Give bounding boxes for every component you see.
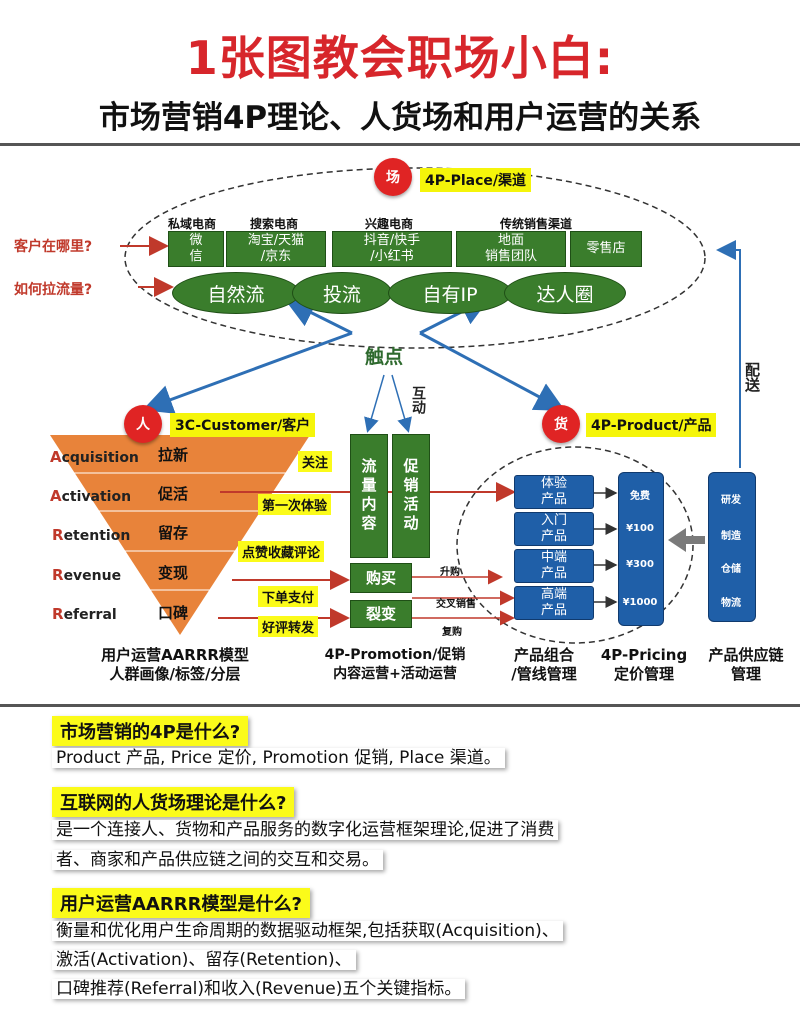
qa-1-answer: Product 产品, Price 定价, Promotion 促销, Plac… [52,744,505,772]
qa-2-answer-2: 者、商家和产品供应链之间的交互和交易。 [52,846,383,874]
customer-label: 3C-Customer/客户 [170,413,316,437]
arrow-touch-customer [142,331,353,414]
traffic-own-ip: 自有IP [388,272,512,314]
aarrr-referral: Referral [52,605,117,623]
touchpoint-label: 触点 [365,346,404,368]
channel-wechat: 微 信 [168,231,224,267]
action-follow: 关注 [298,451,333,472]
supply-rd: 研发 [721,495,741,506]
promo-activity: 促销活动 [392,434,430,558]
caption-pricing: 4P-Pricing 定价管理 [600,646,688,683]
price-free: 免费 [630,491,650,502]
pricing-pillar [618,472,664,626]
channel-group-interest: 兴趣电商 [365,217,414,231]
aarrr-activation: Activation [50,487,132,505]
channel-retail: 零售店 [570,231,642,267]
traffic-natural: 自然流 [172,272,300,314]
product-entry: 入门 产品 [514,512,594,546]
flow-upsell: 升购 [440,567,460,578]
aarrr-revenue: Revenue [52,566,122,584]
product-ellipse [456,446,694,644]
aarrr-retention: Retention [52,526,131,544]
caption-aarrr: 用户运营AARRR模型 人群画像/标签/分层 [101,646,249,683]
caption-promotion: 4P-Promotion/促销 内容运营+活动运营 [324,647,466,682]
arrow-deliver [716,240,741,468]
interact-label: 互动 [410,386,426,414]
action-review: 好评转发 [258,616,319,637]
top-divider [0,143,800,146]
question-where: 客户在哪里? [14,239,93,255]
place-ellipse [124,167,706,349]
funnel-revenue: 变现 [158,564,189,582]
caption-supply: 产品供应链 管理 [708,646,784,683]
funnel-referral: 口碑 [158,604,189,622]
product-label: 4P-Product/产品 [586,413,717,437]
flow-cross-sell: 交叉销售 [436,599,476,610]
place-badge: 场 [374,158,412,196]
deliver-label: 配送 [743,362,761,392]
funnel-acquisition: 拉新 [158,446,189,464]
aarrr-funnel [50,435,310,635]
place-label: 4P-Place/渠道 [420,168,531,192]
supply-storage: 仓储 [721,564,741,575]
product-high: 高端 产品 [514,586,594,620]
page-subtitle: 市场营销4P理论、人货场和用户运营的关系 [98,100,702,136]
supply-manufacture: 制造 [721,531,741,542]
product-trial: 体验 产品 [514,475,594,509]
channel-group-private: 私域电商 [168,217,217,231]
promo-buy: 购买 [350,563,412,593]
traffic-paid: 投流 [292,272,392,314]
action-pay: 下单支付 [258,586,319,607]
traffic-influencer: 达人圈 [504,272,626,314]
qa-3-question: 用户运营AARRR模型是什么? [52,888,310,918]
qa-3-answer-1: 衡量和优化用户生命周期的数据驱动框架,包括获取(Acquisition)、 [52,917,563,945]
flow-repurchase: 复购 [442,627,462,638]
aarrr-acquisition: Acquisition [50,448,139,466]
product-badge: 货 [542,405,580,443]
qa-3-answer-2: 激活(Activation)、留存(Retention)、 [52,946,356,974]
customer-badge: 人 [124,405,162,443]
channel-group-traditional: 传统销售渠道 [500,217,573,231]
supply-logistics: 物流 [721,598,741,609]
diagram-canvas [50,167,741,644]
question-traffic: 如何拉流量? [14,282,93,298]
funnel-retention: 留存 [158,524,189,542]
product-mid: 中端 产品 [514,549,594,583]
qa-2-question: 互联网的人货场理论是什么? [52,787,295,817]
price-100: ¥100 [626,523,654,534]
arrow-supply-price [668,528,705,552]
action-first-try: 第一次体验 [258,494,332,515]
channel-taobao: 淘宝/天猫 /京东 [226,231,326,267]
arrow-touch-product [419,331,566,411]
promo-fission: 裂变 [350,600,412,628]
supply-pillar [708,472,756,622]
channel-ground-team: 地面 销售团队 [456,231,566,267]
promo-content: 流量内容 [350,434,388,558]
channel-douyin: 抖音/快手 /小红书 [332,231,452,267]
qa-1-question: 市场营销的4P是什么? [52,716,249,746]
price-300: ¥300 [626,559,654,570]
qa-2-answer-1: 是一个连接人、货物和产品服务的数字化运营框架理论,促进了消费 [52,816,559,844]
funnel-activation: 促活 [158,485,189,503]
channel-group-search: 搜索电商 [250,217,299,231]
page-title: 1张图教会职场小白: [185,31,615,85]
caption-product: 产品组合 /管线管理 [511,646,577,683]
qa-3-answer-3: 口碑推荐(Referral)和收入(Revenue)五个关键指标。 [52,975,466,1003]
price-1000: ¥1000 [622,597,658,608]
middle-divider [0,704,800,707]
action-engage: 点赞收藏评论 [238,541,325,562]
